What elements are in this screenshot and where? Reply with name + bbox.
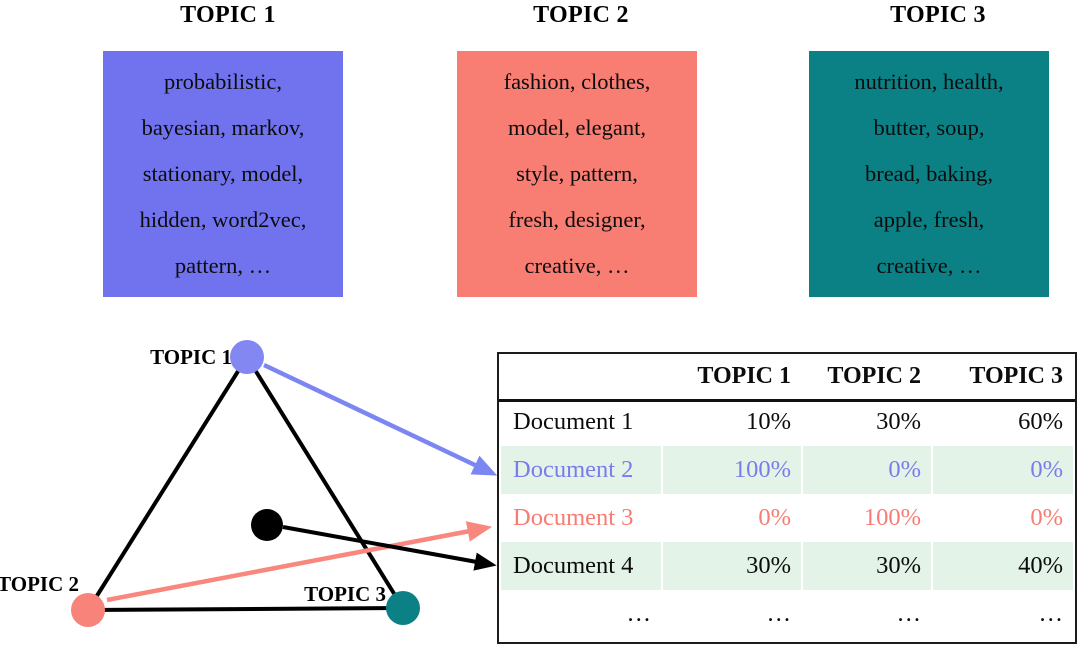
arrow-topic1-to-document2 <box>263 362 498 476</box>
arrow-document-to-document4 <box>282 525 497 571</box>
table-row: … … … … <box>501 590 1073 638</box>
table-row: Document 2 100% 0% 0% <box>501 446 1073 494</box>
table-cell: 100% <box>863 504 921 531</box>
ellipsis-cell: … <box>766 600 792 627</box>
topic-3-column-header: TOPIC 3 <box>969 362 1063 389</box>
topic-word-line: nutrition, health, <box>854 69 1004 94</box>
table-cell: 30% <box>876 408 921 435</box>
topic-1-node <box>230 340 264 374</box>
ellipsis-cell: … <box>626 600 652 627</box>
topic-1-word-box: probabilistic, bayesian, markov, station… <box>103 51 343 297</box>
empty-header-cell <box>501 354 661 398</box>
topic-word-line: apple, fresh, <box>873 207 985 232</box>
triangle-edge <box>86 355 249 612</box>
document-topic-table: TOPIC 1 TOPIC 2 TOPIC 3 Document 1 10% 3… <box>497 352 1077 644</box>
ellipsis-cell: … <box>1038 600 1064 627</box>
table-cell: 0% <box>933 446 1073 494</box>
topic-word-line: probabilistic, <box>163 69 283 94</box>
topic-3-word-box: nutrition, health, butter, soup, bread, … <box>809 51 1049 297</box>
table-row: Document 1 10% 30% 60% <box>501 398 1073 446</box>
topic-word-line: model, elegant, <box>507 115 647 140</box>
table-row: Document 3 0% 100% 0% <box>501 494 1073 542</box>
table-cell: 0% <box>803 446 931 494</box>
topic-word-line: creative, … <box>524 253 630 278</box>
table-cell: 100% <box>663 446 801 494</box>
ellipsis-cell: … <box>896 600 922 627</box>
doc-name-cell: Document 4 <box>501 542 661 590</box>
topic-2-title: TOPIC 2 <box>533 2 629 28</box>
topic-2-node <box>71 593 105 627</box>
table-cell: 10% <box>746 408 791 435</box>
arrow-topic2-to-document3 <box>106 521 493 603</box>
topic-2-word-box: fashion, clothes, model, elegant, style,… <box>457 51 697 297</box>
topic-2-column-header: TOPIC 2 <box>827 362 921 389</box>
topic-word-line: stationary, model, <box>142 161 304 186</box>
triangle-edge <box>245 355 405 610</box>
table-header-row: TOPIC 1 TOPIC 2 TOPIC 3 <box>501 354 1073 398</box>
topic-3-title: TOPIC 3 <box>890 2 986 28</box>
table-cell: 0% <box>758 504 791 531</box>
topic-word-line: fashion, clothes, <box>503 69 651 94</box>
topic-word-line: pattern, … <box>174 253 272 278</box>
table-cell: 30% <box>663 542 801 590</box>
table-cell: 0% <box>1030 504 1063 531</box>
topic-word-line: creative, … <box>876 253 982 278</box>
topic-1-title: TOPIC 1 <box>180 2 276 28</box>
table-cell: 40% <box>933 542 1073 590</box>
topic-word-line: butter, soup, <box>873 115 985 140</box>
topic-2-node-label: TOPIC 2 <box>0 572 79 596</box>
doc-name-cell: Document 2 <box>501 446 661 494</box>
topic-word-line: bread, baking, <box>864 161 994 186</box>
document-topic-grid: TOPIC 1 TOPIC 2 TOPIC 3 Document 1 10% 3… <box>499 354 1075 638</box>
doc-name-cell: Document 3 <box>513 504 634 531</box>
triangle-edge <box>87 606 404 612</box>
topic-word-line: bayesian, markov, <box>141 115 305 140</box>
table-cell: 30% <box>803 542 931 590</box>
topic-word-line: hidden, word2vec, <box>139 207 307 232</box>
document-node <box>251 509 283 541</box>
topic-3-node-label: TOPIC 3 <box>304 582 386 606</box>
header-separator-line <box>499 399 1075 402</box>
topic-word-line: fresh, designer, <box>508 207 646 232</box>
doc-name-cell: Document 1 <box>513 408 634 435</box>
table-cell: 60% <box>1018 408 1063 435</box>
table-row: Document 4 30% 30% 40% <box>501 542 1073 590</box>
topic-3-node <box>386 591 420 625</box>
topic-1-node-label: TOPIC 1 <box>150 345 232 369</box>
topic-word-line: style, pattern, <box>516 161 638 186</box>
topic-1-column-header: TOPIC 1 <box>697 362 791 389</box>
